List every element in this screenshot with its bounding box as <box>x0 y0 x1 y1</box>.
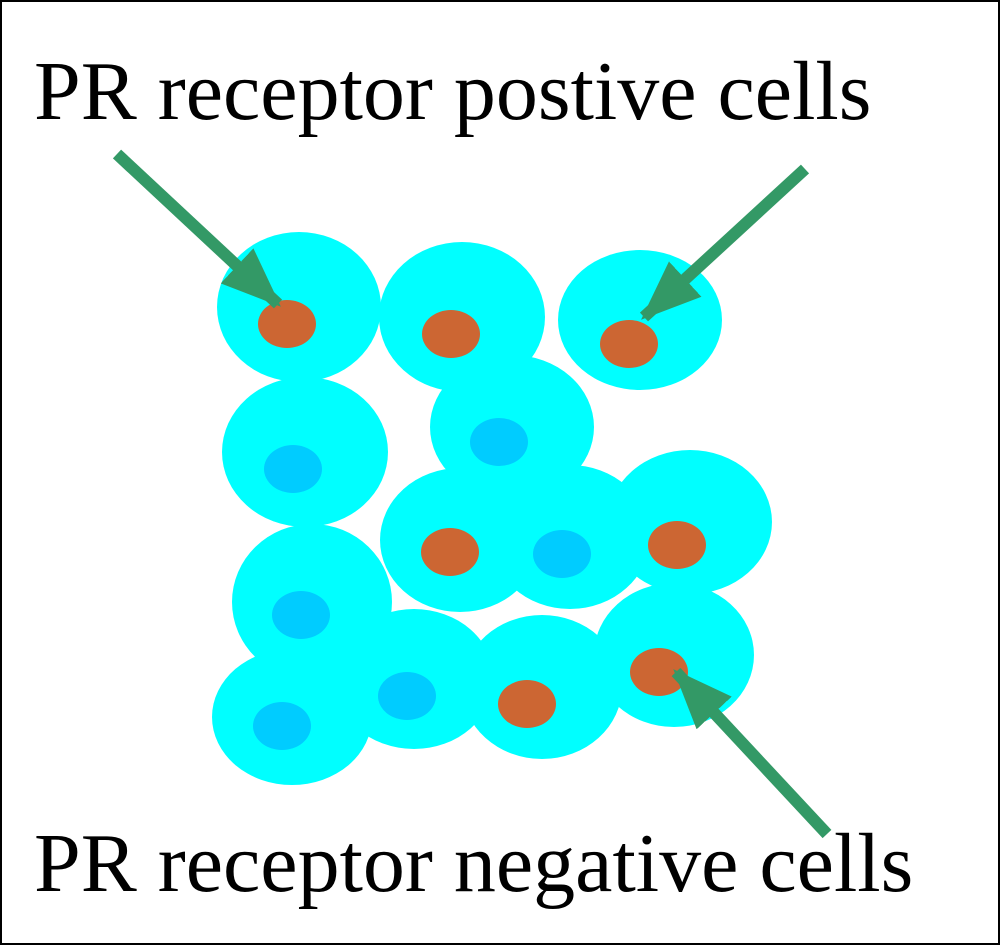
positive-cells-label: PR receptor postive cells <box>34 45 872 138</box>
positive-nucleus <box>600 320 658 368</box>
arrow-positive-left <box>112 149 283 309</box>
positive-nucleus <box>422 310 480 358</box>
cell-7 <box>490 465 650 609</box>
cells-layer <box>212 232 772 785</box>
cell-body <box>608 450 772 594</box>
positive-nucleus <box>421 528 479 576</box>
negative-nucleus <box>470 418 528 466</box>
negative-nucleus <box>264 445 322 493</box>
negative-nucleus <box>533 530 591 578</box>
arrows-layer <box>112 149 832 839</box>
negative-nucleus <box>378 672 436 720</box>
cell-5 <box>430 355 594 499</box>
cell-1 <box>217 232 381 382</box>
negative-nucleus <box>272 591 330 639</box>
cell-11 <box>334 609 494 749</box>
cell-12 <box>462 615 622 759</box>
cell-2 <box>379 242 545 392</box>
cell-8 <box>608 450 772 594</box>
positive-nucleus <box>258 300 316 348</box>
cell-13 <box>212 649 372 785</box>
negative-nucleus <box>253 702 311 750</box>
arrow-positive-right <box>639 164 810 322</box>
cell-4 <box>222 377 388 527</box>
negative-cells-label: PR receptor negative cells <box>34 817 914 910</box>
positive-nucleus <box>648 521 706 569</box>
arrow-negative <box>671 667 832 839</box>
positive-nucleus <box>498 680 556 728</box>
